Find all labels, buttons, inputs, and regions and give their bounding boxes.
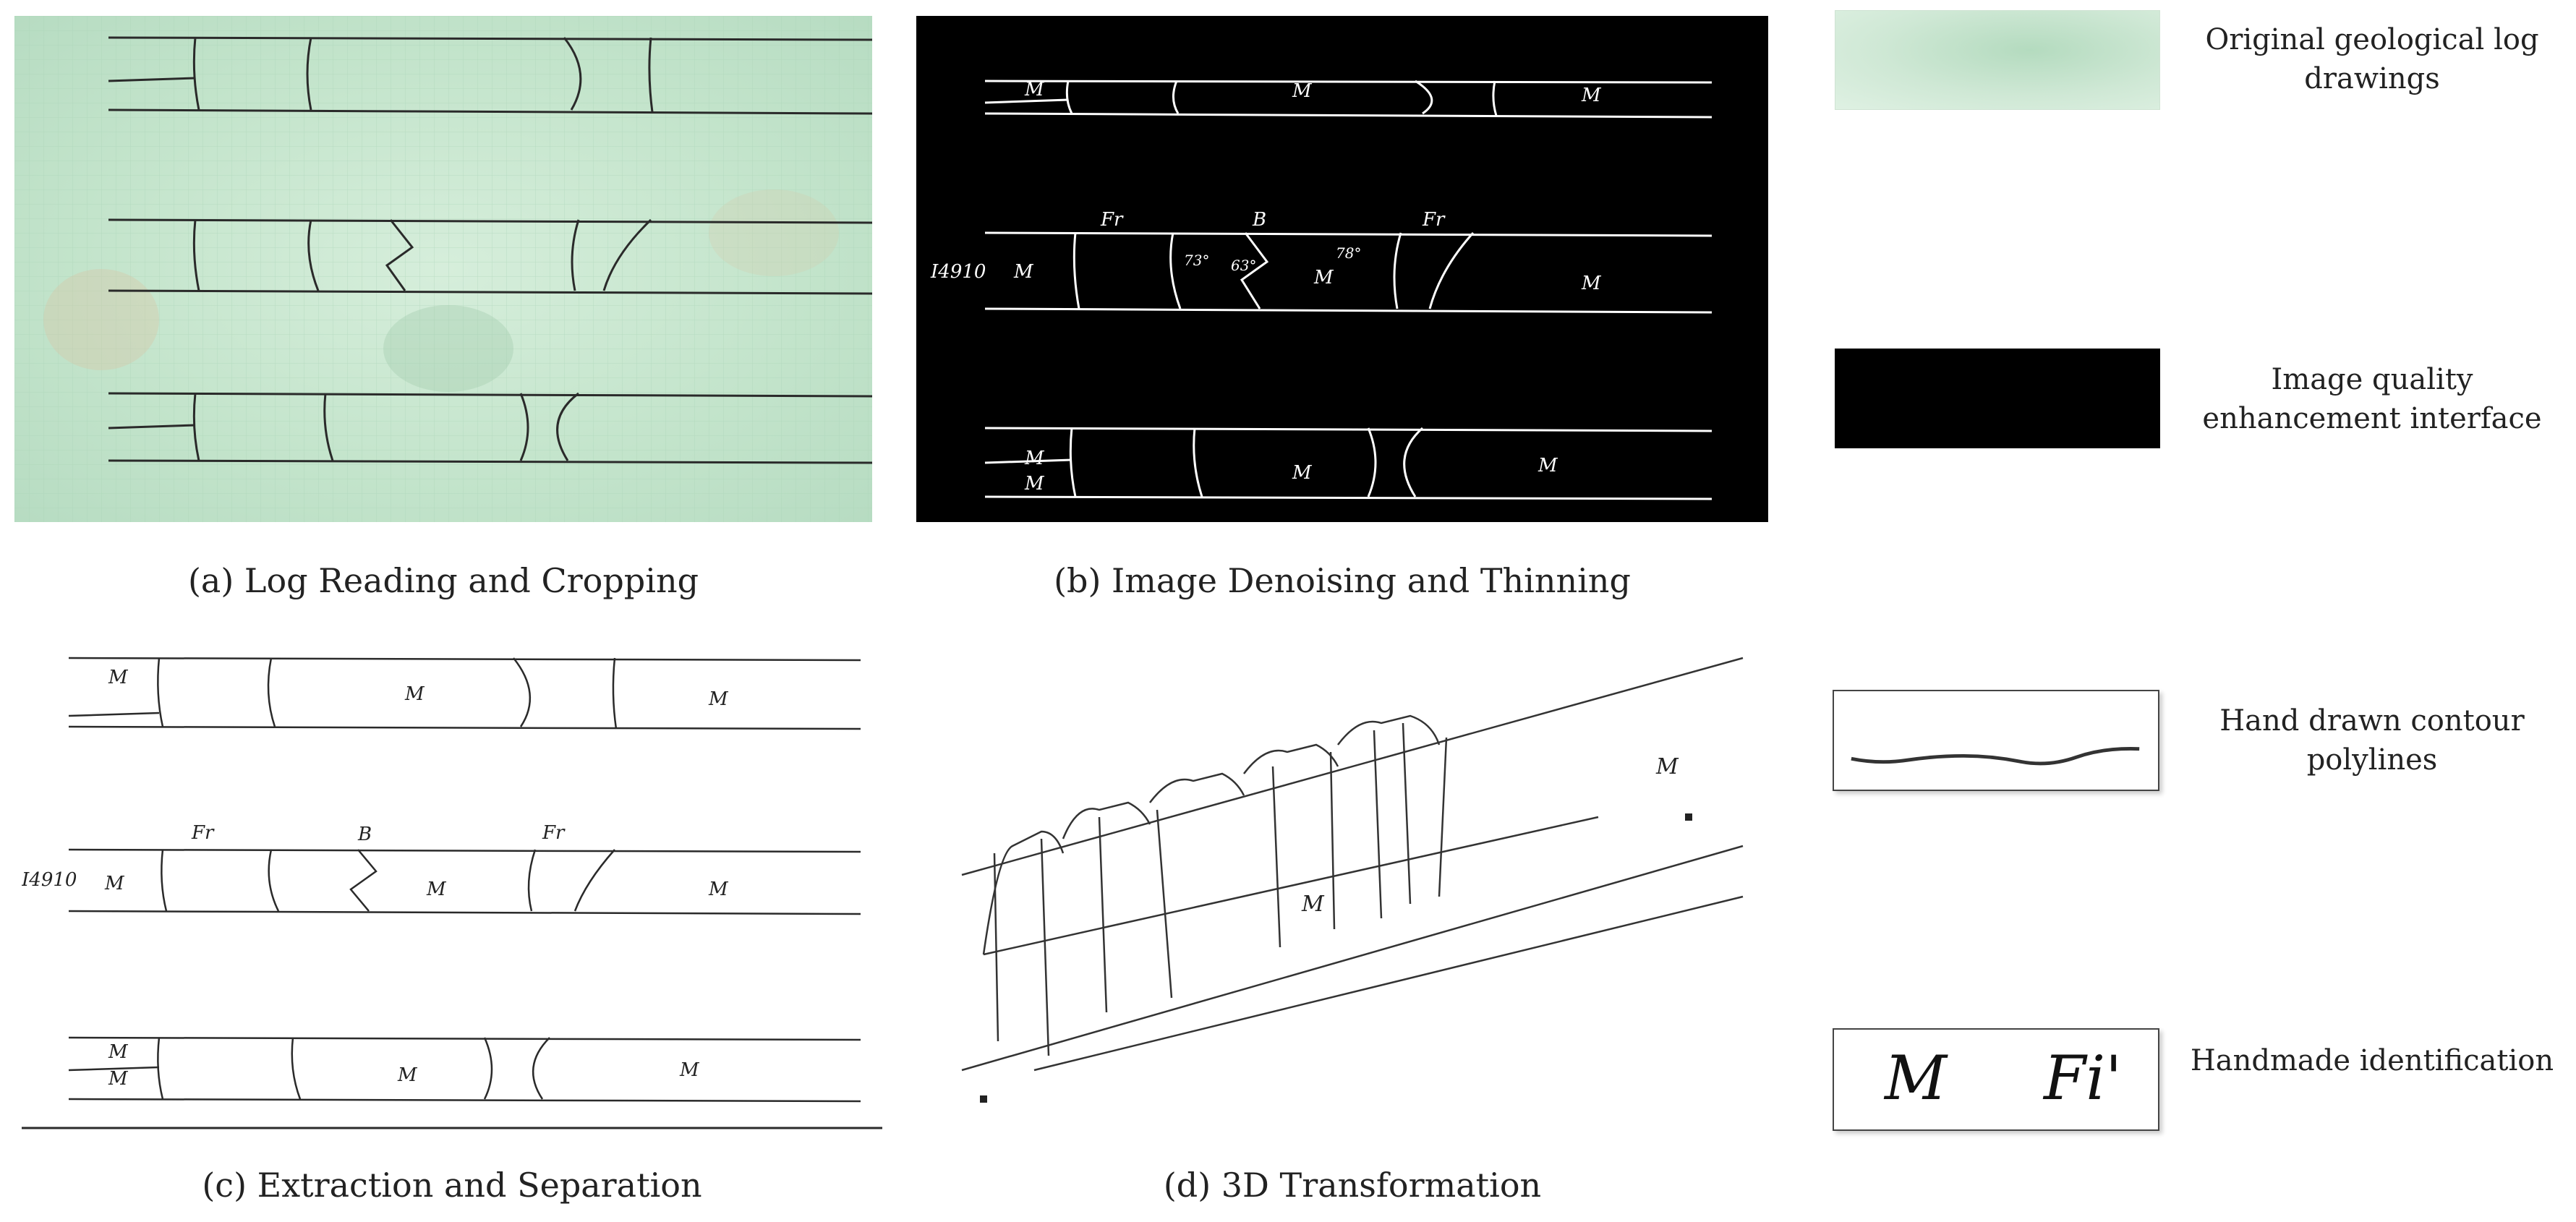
panel-b-drawing: I4910 M M M M M M Fr B Fr 73° 78° 63° M … — [916, 16, 1768, 522]
panel-b-fr-1: Fr — [1100, 209, 1124, 231]
panel-b-m-7: M — [1024, 448, 1045, 469]
handmade-f-mark: Fi' — [2044, 1043, 2123, 1114]
panel-c-fr-2: Fr — [542, 822, 566, 844]
panel-b-angle-2: 78° — [1336, 244, 1361, 262]
panel-d-marker-1 — [1685, 813, 1692, 821]
panel-d-m-1: M — [1655, 754, 1679, 779]
legend-label-polylines: Hand drawn contour polylines — [2219, 704, 2525, 777]
caption-c: (c) Extraction and Separation — [202, 1166, 702, 1205]
panel-b-m-6: M — [1581, 273, 1602, 294]
legend-swatch-marks: M Fi' — [1833, 1028, 2159, 1131]
panel-b-angle-1: 73° — [1184, 252, 1209, 269]
panel-c-drawing: M M M I4910 M M M Fr B Fr M M M M — [22, 657, 882, 1129]
panel-b-m-9: M — [1292, 462, 1313, 484]
panel-a-original-log — [14, 16, 872, 522]
caption-b: (b) Image Denoising and Thinning — [1054, 561, 1631, 600]
panel-c-m-6: M — [708, 879, 729, 900]
panel-d-3d-model: M M — [940, 636, 1765, 1142]
panel-b-station-label: I4910 — [930, 261, 986, 283]
panel-b-m-3: M — [1581, 85, 1602, 106]
panel-b-b: B — [1252, 209, 1266, 231]
legend-label-identification: Handmade identification — [2190, 1044, 2554, 1077]
panel-c-m-4: M — [104, 873, 125, 894]
panel-c-fr-1: Fr — [191, 822, 215, 844]
caption-d: (d) 3D Transformation — [1163, 1166, 1542, 1205]
panel-b-m-2: M — [1292, 80, 1313, 102]
caption-a: (a) Log Reading and Cropping — [187, 561, 699, 600]
panel-b-m-1: M — [1024, 79, 1045, 101]
panel-d-drawing: M M — [961, 657, 1744, 1103]
panel-c-m-5: M — [426, 879, 447, 900]
panel-b-m-10: M — [1538, 455, 1558, 477]
handmade-m-mark: M — [1885, 1043, 1948, 1114]
legend-label-enhancement: Image quality enhancement interface — [2202, 363, 2542, 435]
panel-c-m-8: M — [108, 1068, 129, 1090]
panel-b-m-5: M — [1313, 267, 1334, 289]
legend-swatch-green-paper — [1835, 10, 2160, 110]
legend-label-original: Original geological log drawings — [2205, 23, 2539, 95]
panel-c-station-label: I4910 — [22, 869, 77, 891]
panel-c-extracted-log: M M M I4910 M M M Fr B Fr M M M M — [22, 636, 882, 1135]
panel-c-m-9: M — [397, 1064, 418, 1086]
panel-b-m-8: M — [1024, 473, 1045, 495]
panel-c-m-10: M — [679, 1059, 700, 1081]
panel-a-drawing — [14, 16, 872, 522]
panel-c-b: B — [357, 824, 372, 845]
panel-c-m-3: M — [708, 688, 729, 710]
panel-b-angle-3: 63° — [1231, 257, 1256, 274]
legend-swatch-black — [1835, 349, 2160, 448]
legend-swatch-polyline — [1833, 690, 2159, 791]
panel-b-fr-2: Fr — [1422, 209, 1446, 231]
panel-d-m-2: M — [1301, 892, 1325, 917]
contour-polyline-icon — [1851, 746, 2140, 766]
panel-c-m-1: M — [108, 667, 129, 688]
panel-b-m-4: M — [1013, 261, 1034, 283]
panel-b-denoised-log: I4910 M M M M M M Fr B Fr 73° 78° 63° M … — [916, 16, 1768, 522]
panel-c-m-7: M — [108, 1041, 129, 1063]
panel-d-marker-2 — [980, 1095, 987, 1103]
panel-c-m-2: M — [404, 683, 425, 705]
